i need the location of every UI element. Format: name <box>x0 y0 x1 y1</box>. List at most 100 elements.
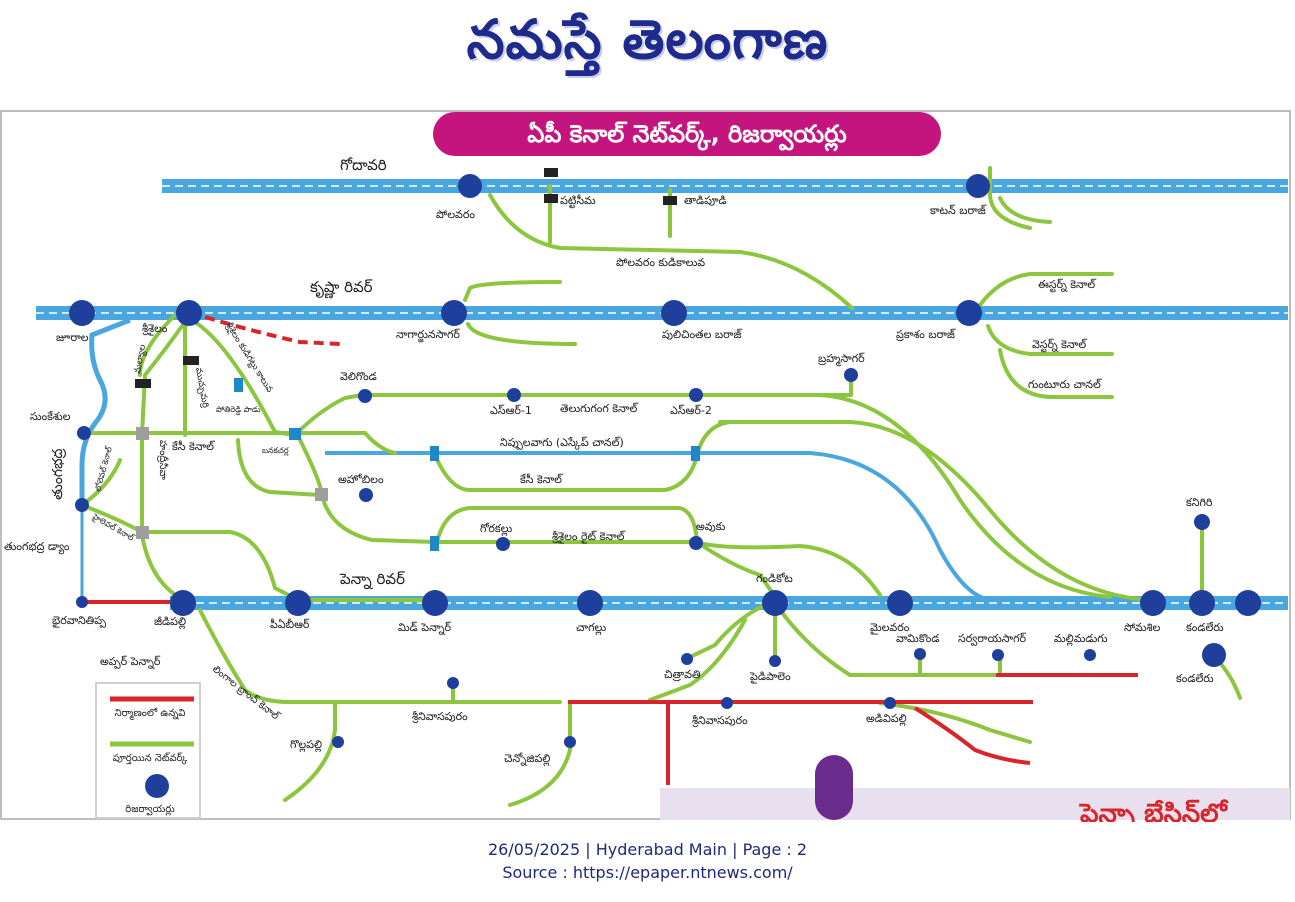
kanigiri-node <box>1194 514 1210 530</box>
kc-canal-label: కేసీ కెనాల్ <box>172 440 215 453</box>
srisailam-main-canal <box>193 320 297 437</box>
avuku-to-mylavaram <box>695 540 778 600</box>
adivipalli-node <box>884 697 896 709</box>
nippulavagu-label: నిప్పులవాగు (ఎస్కేప్ చానల్) <box>500 436 624 450</box>
tadipudi-marker <box>663 196 677 205</box>
pulichintala-label: పులిచింతల బరాజ్ <box>662 328 742 341</box>
kc-canal-escape <box>293 431 397 455</box>
srbc-label: శ్రీశైలం రైట్ కెనాల్ <box>552 530 626 544</box>
mid-pennar-node <box>422 590 448 616</box>
veligonda-label: వెలిగొండ <box>340 370 377 383</box>
tungabhadra-dam-label: తుంగభద్ర డ్యాం <box>4 540 70 555</box>
jeedipalli-node <box>170 590 196 616</box>
legend-box <box>95 682 201 819</box>
legend-reservoirs-label: రిజర్వాయర్లు <box>125 804 175 816</box>
nippulavagu-marker-2 <box>691 446 700 461</box>
newspaper-masthead: నమస్తే తెలంగాణ <box>0 0 1295 105</box>
kandaleru-label: కండలేరు <box>1186 621 1224 634</box>
kc-canal-lower <box>433 420 832 492</box>
pothireddypadu-marker <box>234 378 243 392</box>
paidipalem-label: పైడిపాలెం <box>749 670 791 684</box>
pulichintala-node <box>661 300 687 326</box>
krishna-label: కృష్ణా రివర్ <box>310 278 373 298</box>
nagarjunasagar-node <box>441 300 467 326</box>
kandaleru-node <box>1189 590 1215 616</box>
polavaram-node <box>458 174 482 198</box>
ahobilam-junction <box>315 488 328 501</box>
legend: నిర్మాణంలో ఉన్నవి పూర్తయిన నెట్‌వర్క్ రి… <box>95 682 201 819</box>
srinivasapuram1-node <box>447 677 459 689</box>
mallimadugu-label: మల్లిమడుగు <box>1054 632 1108 647</box>
footer-source: Source : https://epaper.ntnews.com/ <box>502 863 793 882</box>
polavaram-right-canal <box>488 193 854 310</box>
kc-long-to-somasila <box>718 420 1152 602</box>
telugu-ganga-label: తెలుగుగంగ కెనాల్ <box>560 402 638 415</box>
srbc-upper <box>435 506 699 544</box>
jurala-node <box>69 300 95 326</box>
inset-panel <box>660 788 1290 820</box>
guntur-channel-label: గుంటూరు చానల్ <box>1028 378 1102 391</box>
inset-partial-text: పెన్నా బేసిన్‌లో <box>1079 799 1229 822</box>
tungabhadra-dam-node <box>75 498 89 512</box>
kandaleru2-label: కండలేరు <box>1176 672 1214 685</box>
gollapalli-node <box>332 736 344 748</box>
banakacherla-to-ahobilam <box>236 438 322 497</box>
pabr-label: పీఏబీఆర్ <box>270 618 310 631</box>
paidipalem-node <box>769 655 781 667</box>
bhairavanitippa-label: భైరవానితిప్ప <box>52 614 107 628</box>
chitravati-node <box>681 653 693 665</box>
construction-lines <box>82 315 1138 785</box>
pattiseema-label: పట్టిసీమ <box>560 194 596 209</box>
tadipudi-label: తాడిపూడి <box>684 194 727 207</box>
masthead-logo-text: నమస్తే తెలంగాణ <box>466 8 829 71</box>
cotton-barrage-canal-1 <box>988 166 1032 230</box>
vamikonda-node <box>914 648 926 660</box>
vamikonda-label: వామికొండ <box>896 632 939 645</box>
bhairavanitippa-node <box>76 596 88 608</box>
brahmasagar-label: బ్రహ్మసాగర్ <box>817 352 865 367</box>
mallimadugu-node <box>1084 649 1096 661</box>
adivipalli-label: అడివిపల్లి <box>866 712 907 727</box>
mylavaram-label: మైలవరం <box>870 621 910 635</box>
eastern-canal <box>978 272 1114 307</box>
gandikota-to-srinivasapuram2 <box>648 618 747 702</box>
muchumarri-marker <box>183 356 199 365</box>
polavaram-canal-label: పోలవరం కుడికాలువ <box>616 256 705 269</box>
gollapalli-label: గొల్లపల్లి <box>290 738 322 753</box>
godavari-label: గోదావరి <box>340 156 387 174</box>
gandikota-node <box>762 590 788 616</box>
cotton-barrage-canal-2 <box>998 196 1052 224</box>
upper-pennar-label: అప్పర్ పెన్నార్ <box>100 655 161 669</box>
handri-neeva-label: హంద్రీనీవా <box>157 440 169 480</box>
veligonda-node <box>358 389 372 403</box>
pattiseema-marker-top <box>544 168 558 177</box>
sr1-label: ఎస్ఆర్-1 <box>490 404 532 417</box>
adivipalli-red-canal <box>913 706 1031 765</box>
nagarjunasagar-label: నాగార్జునసాగర్ <box>396 328 460 343</box>
telugu-ganga-long <box>698 393 1112 599</box>
tungabhadra-label: తుంగభద్ర <box>50 449 66 500</box>
chitravati-label: చిత్రావతి <box>664 668 701 682</box>
srisailam-to-jurala-side <box>138 313 177 377</box>
sunkesula-label: సుంకేశుల <box>30 410 71 423</box>
somasila-node <box>1140 590 1166 616</box>
sr2-node <box>689 388 703 402</box>
banakacherla-proposed-dashed <box>204 315 341 346</box>
mallyala-marker <box>135 379 151 388</box>
pothireddypadu-label: పోతిరెడ్డి పాడు <box>216 405 261 416</box>
sr1-node <box>507 388 521 402</box>
canal-lines <box>80 166 1242 807</box>
chagallu-node <box>577 590 603 616</box>
polavaram-label: పోలవరం <box>436 208 475 221</box>
sarvarayasagar-node <box>992 649 1004 661</box>
nagarjunasagar-canal-right <box>463 280 562 302</box>
avuku-label: అవుకు <box>696 520 726 533</box>
western-canal <box>986 324 1114 356</box>
srinivasapuram1-label: శ్రీనివాసపురం <box>412 710 468 724</box>
ahobilam-label: అహోబిలం <box>338 473 384 486</box>
sunkesula-junction <box>136 427 149 440</box>
kc-canal-label-2: కేసీ కెనాల్ <box>520 473 563 486</box>
sr2-label: ఎస్ఆర్-2 <box>670 404 712 417</box>
tungabhadra-river-line <box>79 317 131 505</box>
banakacherla-label: బనకచర్ల <box>262 446 289 456</box>
